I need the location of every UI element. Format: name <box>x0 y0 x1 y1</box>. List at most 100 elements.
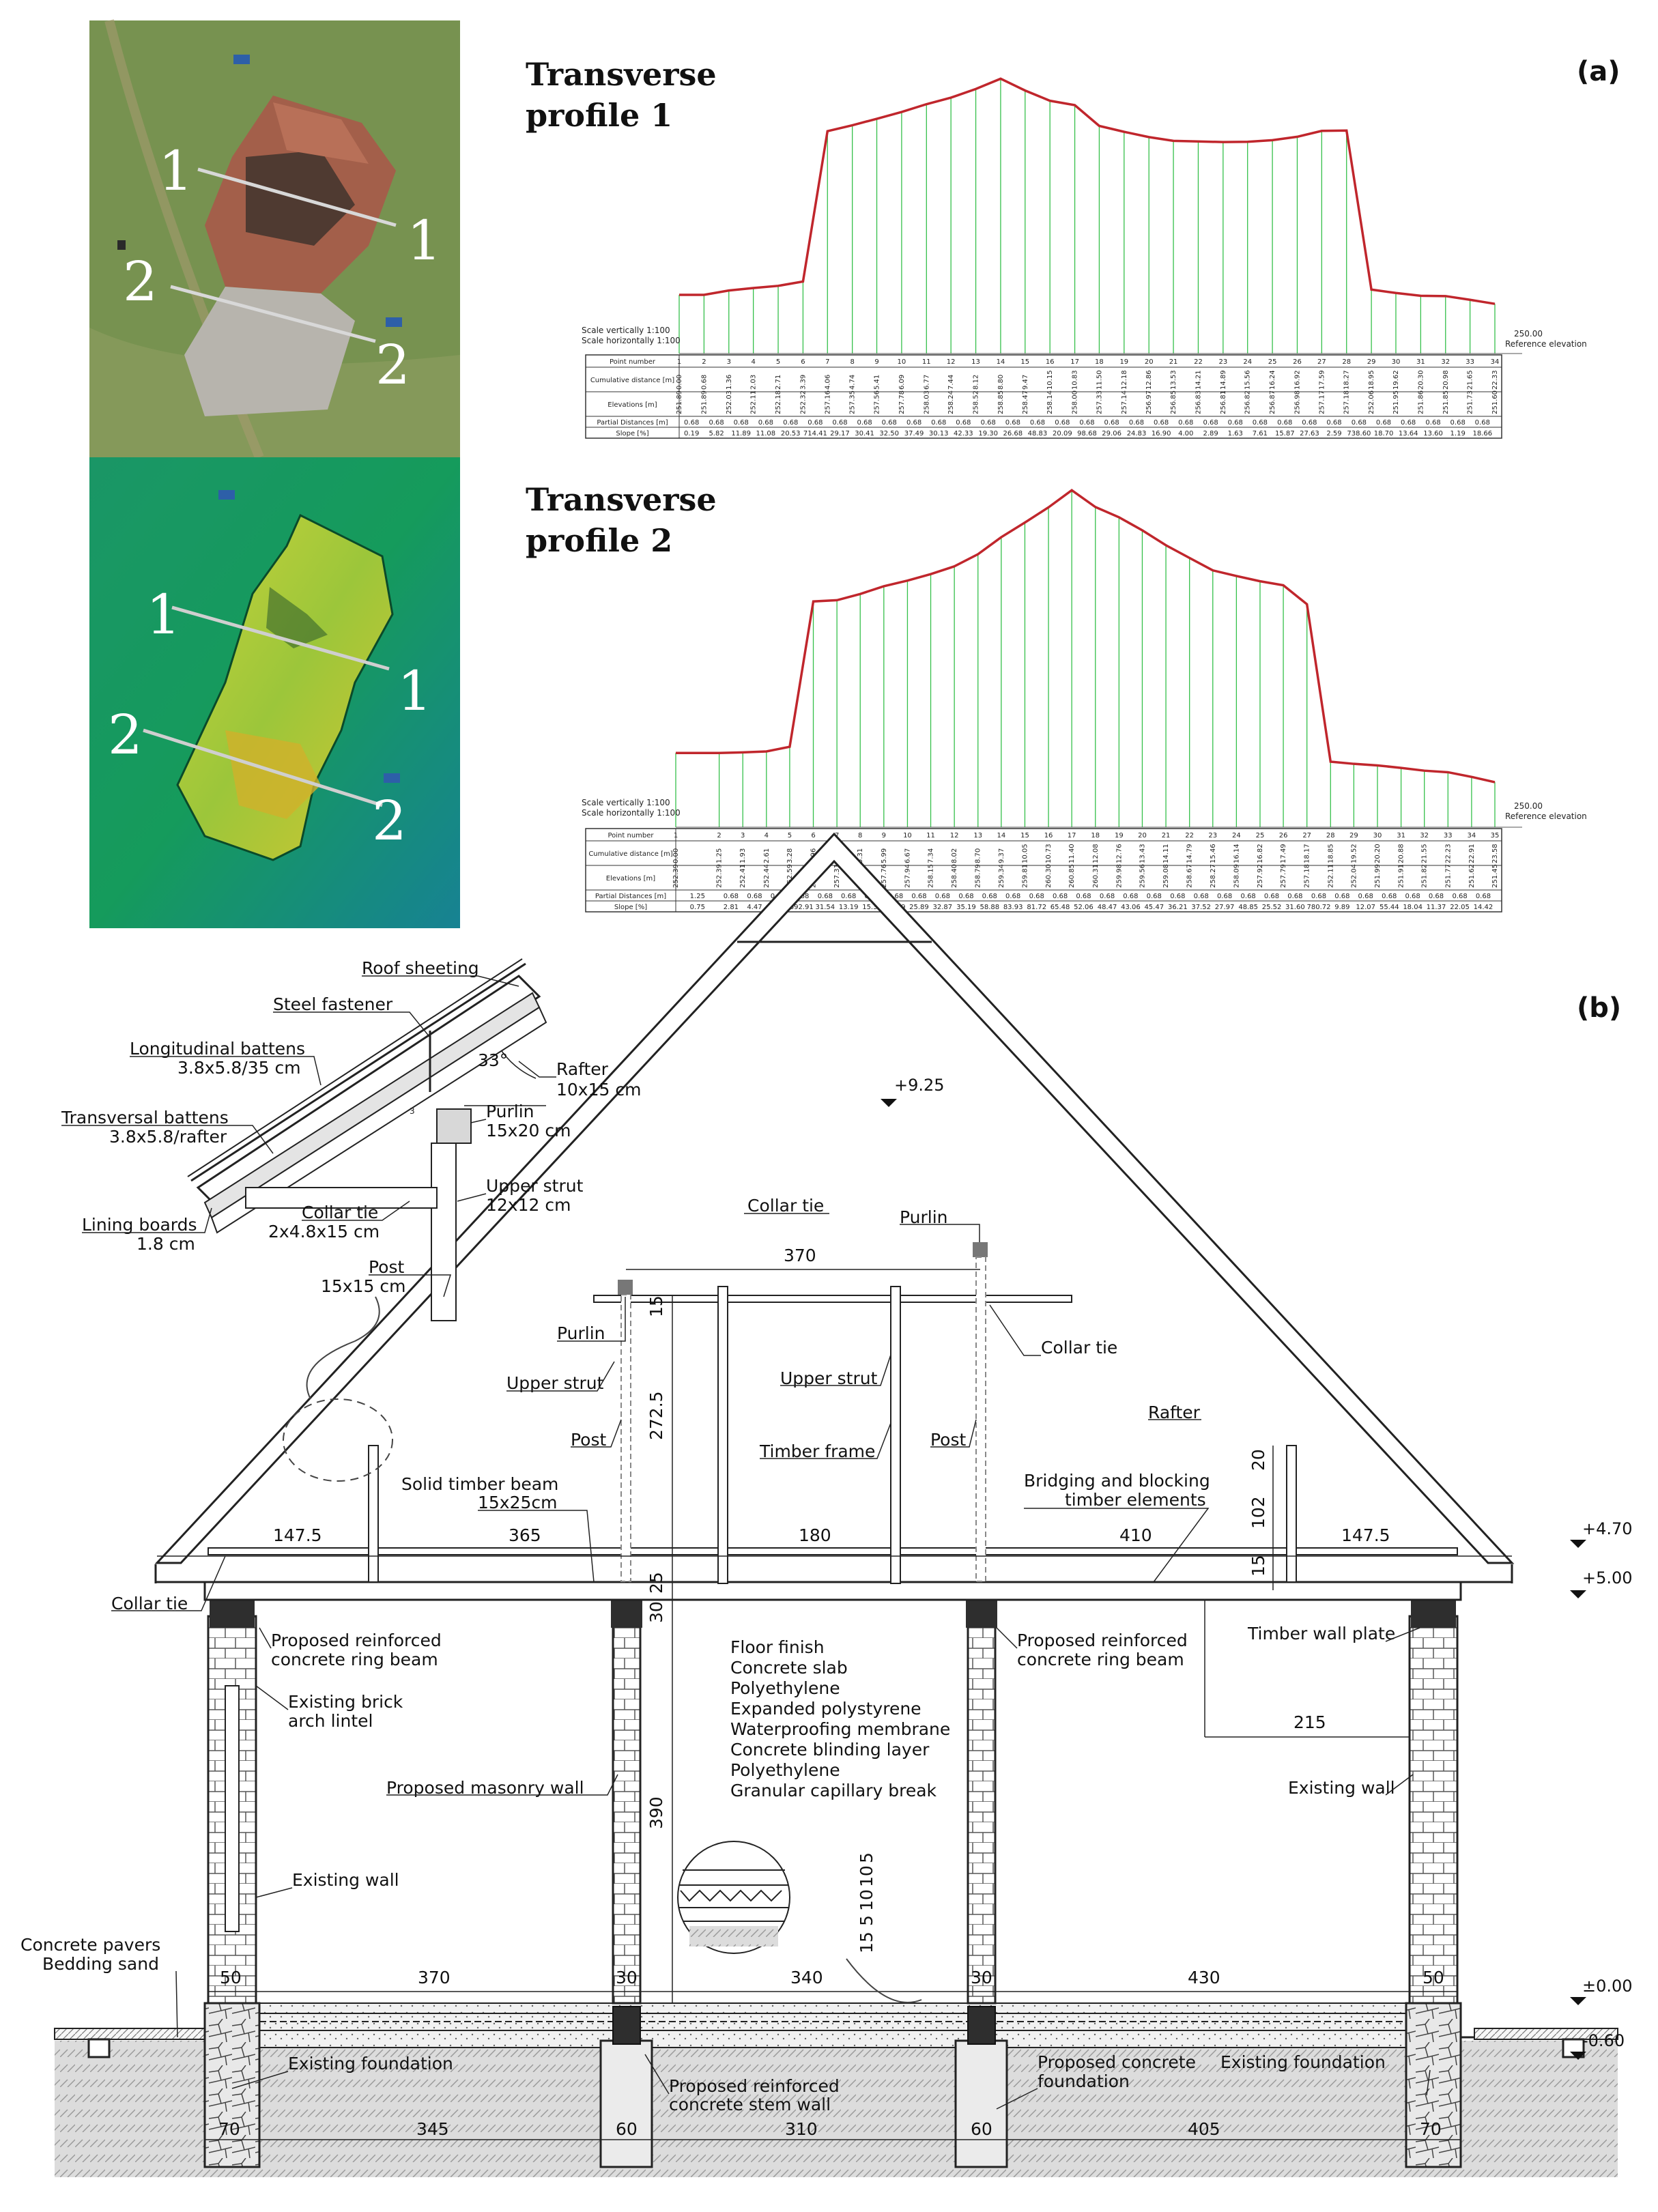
dim-wall-30-left: 30 <box>616 1968 638 1987</box>
profile-1-cell-2-9: 257.78 <box>898 390 906 414</box>
profile-1-cell-4-4: 20.53 <box>781 430 801 437</box>
profile-1-cell-1-6: 4.06 <box>824 375 831 390</box>
profile-2-cell-4-32: 22.05 <box>1450 904 1470 911</box>
profile-2-cell-3-2: 0.68 <box>747 893 762 900</box>
profile-1-cell-3-24: 0.68 <box>1277 419 1292 427</box>
profile-1-cell-4-25: 27.63 <box>1300 430 1319 437</box>
profile-2-cell-2-28: 252.04 <box>1350 864 1358 888</box>
label-collar-tie-right: Collar tie <box>1041 1338 1117 1358</box>
floor-dim-10b: 10 <box>857 1865 876 1887</box>
profile-2-cell-3-19: 0.68 <box>1147 893 1162 900</box>
profile-1-cell-4-32: 18.66 <box>1472 430 1492 437</box>
level-9-25: +9.25 <box>894 1076 945 1095</box>
profile-1-cell-3-28: 0.68 <box>1376 419 1391 427</box>
profile-1-cell-1-14: 9.47 <box>1022 375 1029 390</box>
detail-lining-2: 1.8 cm <box>137 1234 195 1254</box>
profile-1-cell-3-29: 0.68 <box>1401 419 1416 427</box>
profile-1-cell-3-6: 0.68 <box>832 419 847 427</box>
profile-1-cell-3-15: 0.68 <box>1055 419 1070 427</box>
profile-1-cell-4-9: 37.49 <box>904 430 924 437</box>
profile-2-row-label-1: Cumulative distance [m] <box>588 850 672 858</box>
profile-2-row-label-4: Slope [%] <box>614 904 647 911</box>
profile-2-cell-2-27: 252.11 <box>1327 864 1334 888</box>
profile-1-cell-3-10: 0.68 <box>931 419 946 427</box>
profile-2-cell-0-31: 32 <box>1420 832 1429 839</box>
profile-1-cell-2-31: 251.85 <box>1442 390 1450 414</box>
label-purlin-right: Purlin <box>900 1207 948 1227</box>
profile-2-table: Point number1234567891011121314151617181… <box>585 828 1502 913</box>
profile-2-cell-0-18: 19 <box>1115 832 1124 839</box>
profile-1-cell-0-22: 23 <box>1218 358 1227 366</box>
label-post-left: Post <box>571 1430 607 1450</box>
profile-1-cell-1-8: 5.41 <box>874 375 881 390</box>
profile-2-cell-2-6: 257.31 <box>833 864 841 888</box>
profile-2-cell-3-1: 0.68 <box>724 893 739 900</box>
profile-2-cell-3-9: 0.68 <box>911 893 926 900</box>
dim-top-147-5-right: 147.5 <box>1341 1525 1390 1545</box>
detail-post-1: Post <box>369 1257 405 1277</box>
profile-1-cell-3-31: 0.68 <box>1450 419 1466 427</box>
profile-1-cell-3-25: 0.68 <box>1302 419 1317 427</box>
label-bridging-1: Bridging and blocking <box>1024 1471 1210 1491</box>
dim-found-310: 310 <box>785 2119 818 2139</box>
profile-1-cell-2-17: 257.33 <box>1096 390 1103 414</box>
profile-1-cell-0-12: 13 <box>971 358 980 366</box>
profile-2-cell-4-13: 83.93 <box>1003 904 1023 911</box>
ring-beam-mid-right <box>966 1600 997 1628</box>
profile-2-cell-4-15: 65.48 <box>1050 904 1070 911</box>
dim-vert-272-5: 272.5 <box>646 1391 666 1440</box>
profile-1-cell-4-10: 30.13 <box>929 430 949 437</box>
profile-1-cell-2-23: 256.82 <box>1244 390 1252 414</box>
detail-trans-battens-1: Transversal battens <box>61 1108 229 1127</box>
profile-2-cell-0-20: 21 <box>1162 832 1171 839</box>
profile-2-cell-4-21: 37.52 <box>1191 904 1211 911</box>
profile-2-cell-0-24: 25 <box>1256 832 1265 839</box>
dim-vert-20: 20 <box>1248 1449 1268 1471</box>
profile-2-cell-4-5: 31.54 <box>816 904 835 911</box>
dim-wall-50-left: 50 <box>220 1968 242 1987</box>
dim-found-345: 345 <box>416 2119 449 2139</box>
profile-2-cell-4-30: 18.04 <box>1403 904 1423 911</box>
profile-2-cell-3-22: 0.68 <box>1217 893 1232 900</box>
profile-2-cell-2-32: 251.77 <box>1444 864 1452 888</box>
profile-2-cell-3-31: 0.68 <box>1429 893 1444 900</box>
profile-1-cell-2-29: 251.95 <box>1392 390 1400 414</box>
label-ring-beam-left-1: Proposed reinforced <box>271 1631 442 1650</box>
profile-2-cell-4-9: 25.89 <box>909 904 929 911</box>
profile-1-cell-2-5: 252.32 <box>799 390 807 414</box>
profile-1-cell-1-32: 21.65 <box>1467 370 1474 390</box>
profile-1-cell-2-1: 251.89 <box>700 390 708 414</box>
profile-2-cell-0-4: 5 <box>788 832 792 839</box>
profile-2-cell-1-12: 8.70 <box>975 848 982 863</box>
label-post-right: Post <box>930 1430 967 1450</box>
detail-purlin-2: 15x20 cm <box>486 1121 571 1140</box>
profile-2-cell-0-16: 17 <box>1068 832 1076 839</box>
dsm-marker-2-left: 2 <box>108 703 143 766</box>
profile-2-cell-1-21: 14.79 <box>1186 844 1194 863</box>
strut-2 <box>890 1286 901 1584</box>
profile-2-cell-1-2: 1.93 <box>739 848 747 863</box>
profile-2-cell-0-25: 26 <box>1279 832 1288 839</box>
collar-tie-lower <box>208 1547 1458 1555</box>
profile-1-cell-1-27: 18.27 <box>1343 370 1351 390</box>
profile-1-cell-2-19: 256.97 <box>1145 390 1153 414</box>
profile-1-cell-0-9: 10 <box>898 358 906 366</box>
profile-1-cell-1-31: 20.98 <box>1442 370 1450 390</box>
profile-1-cell-3-16: 0.68 <box>1079 419 1094 427</box>
profile-1-cell-0-20: 21 <box>1169 358 1178 366</box>
profile-1-cell-1-21: 14.21 <box>1195 370 1202 390</box>
strut-1 <box>717 1286 728 1584</box>
profile-2-cell-1-0: 0.00 <box>672 848 680 863</box>
profile-1-cell-3-7: 0.68 <box>857 419 872 427</box>
dim-215: 215 <box>1293 1712 1326 1732</box>
profile-2-cell-0-33: 34 <box>1468 832 1476 839</box>
dim-wall-430: 430 <box>1188 1968 1220 1987</box>
panel-label-b: (b) <box>1577 992 1621 1024</box>
profile-2-cell-3-14: 0.68 <box>1029 893 1044 900</box>
profile-2-cell-2-3: 252.44 <box>763 864 771 888</box>
profile-2-reference-label: Reference elevation <box>1505 811 1587 821</box>
drain-left <box>87 2038 111 2058</box>
masonry-wall-left <box>612 1615 642 2005</box>
label-timber-frame: Timber frame <box>759 1441 875 1461</box>
profile-1-cell-0-5: 6 <box>801 358 805 366</box>
